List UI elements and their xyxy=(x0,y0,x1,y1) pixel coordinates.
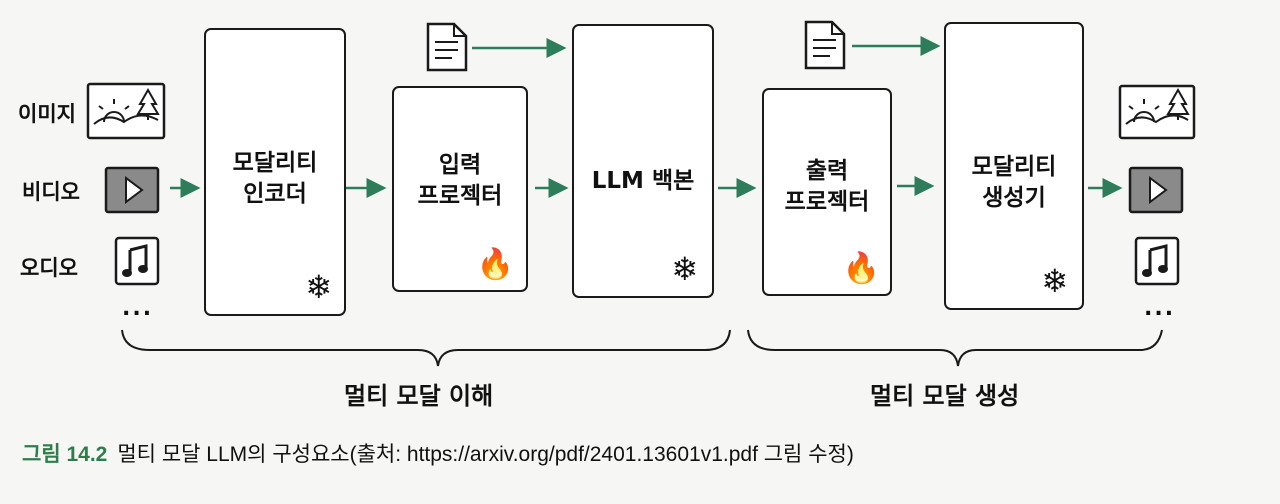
snowflake-icon: ❄ xyxy=(305,268,332,306)
landscape-image-icon xyxy=(1118,84,1196,140)
landscape-image-icon xyxy=(86,82,166,140)
document-icon xyxy=(426,22,468,72)
output-projector-label: 출력 프로젝터 xyxy=(784,158,870,216)
input-projector-label: 입력 프로젝터 xyxy=(417,152,503,210)
output-more-dots: ... xyxy=(1144,296,1176,321)
modality-encoder-label: 모달리티 인코더 xyxy=(232,150,318,208)
figure-number: 그림 14.2 xyxy=(22,443,108,466)
modality-generator-box: 모달리티 생성기 ❄ xyxy=(944,22,1084,310)
modality-encoder-box: 모달리티 인코더 ❄ xyxy=(204,28,346,316)
music-note-icon xyxy=(1134,236,1180,286)
llm-backbone-box: LLM 백본 ❄ xyxy=(572,24,714,298)
figure-caption: 그림 14.2 멀티 모달 LLM의 구성요소(출처: https://arxiv… xyxy=(22,438,854,468)
figure-caption-text: 멀티 모달 LLM의 구성요소(출처: https://arxiv.org/pd… xyxy=(117,443,854,466)
input-label-audio: 오디오 xyxy=(20,256,78,280)
modality-generator-label: 모달리티 생성기 xyxy=(971,154,1057,212)
llm-backbone-label: LLM 백본 xyxy=(591,168,695,194)
music-note-icon xyxy=(114,236,160,286)
play-icon xyxy=(1128,166,1184,214)
flame-icon: 🔥 xyxy=(476,247,514,282)
document-icon xyxy=(804,20,846,70)
input-projector-box: 입력 프로젝터 🔥 xyxy=(392,86,528,292)
group-label-generation: 멀티 모달 생성 xyxy=(870,382,1020,410)
brace-understanding xyxy=(121,329,731,367)
snowflake-icon: ❄ xyxy=(671,250,698,288)
snowflake-icon: ❄ xyxy=(1041,262,1068,300)
input-more-dots: ... xyxy=(122,296,154,321)
input-label-image: 이미지 xyxy=(18,102,76,126)
play-icon xyxy=(104,166,160,214)
brace-generation xyxy=(747,329,1163,367)
flame-icon: 🔥 xyxy=(842,251,880,286)
group-label-understanding: 멀티 모달 이해 xyxy=(344,382,494,410)
output-projector-box: 출력 프로젝터 🔥 xyxy=(762,88,892,296)
input-label-video: 비디오 xyxy=(22,180,80,204)
